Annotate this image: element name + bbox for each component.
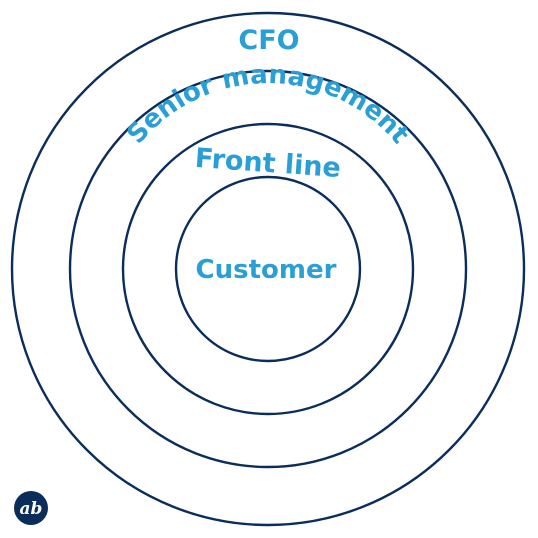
label-senior-management-path: Senior management bbox=[121, 60, 414, 150]
ab-logo: ab bbox=[14, 491, 48, 525]
label-cfo: CFO bbox=[238, 25, 299, 56]
ab-logo-text: ab bbox=[20, 499, 43, 519]
ring-senior-management bbox=[68, 69, 468, 469]
ring-cfo bbox=[10, 11, 526, 527]
label-customer: Customer bbox=[196, 255, 337, 285]
label-senior-management: Senior management bbox=[121, 60, 414, 150]
ring-customer bbox=[174, 175, 362, 363]
label-front-line: Front line bbox=[194, 143, 342, 184]
ring-front-line bbox=[121, 122, 415, 416]
ab-logo-circle bbox=[14, 491, 48, 525]
